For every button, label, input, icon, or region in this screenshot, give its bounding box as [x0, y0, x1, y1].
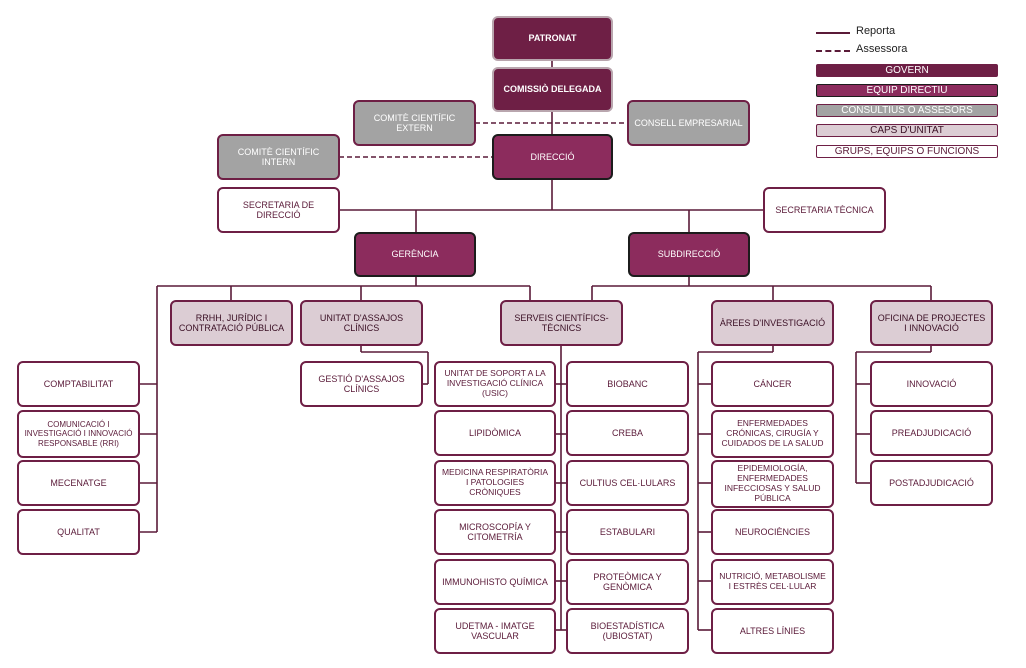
node-unitat-assajos: UNITAT D'ASSAJOS CLÍNICS — [300, 300, 423, 346]
node-comunicacio: COMUNICACIÓ I INVESTIGACIÓ I INNOVACIÓ R… — [17, 410, 140, 458]
legend-grups: GRUPS, EQUIPS O FUNCIONS — [816, 145, 998, 158]
legend-assessora-label: Assessora — [856, 43, 908, 55]
node-microscopia: MICROSCOPÍA Y CITOMETRÍA — [434, 509, 556, 555]
node-comite-cientific-intern: COMITÈ CIENTÍFIC INTERN — [217, 134, 340, 180]
node-creba: CREBA — [566, 410, 689, 456]
node-gerencia: GERÈNCIA — [354, 232, 476, 277]
node-udetma: UDETMA - IMATGE VASCULAR — [434, 608, 556, 654]
node-nutricio: NUTRICIÓ, METABOLISME I ESTRÈS CEL·LULAR — [711, 559, 834, 605]
node-secretaria-tecnica: SECRETARIA TÈCNICA — [763, 187, 886, 233]
legend-govern: GOVERN — [816, 64, 998, 77]
node-preadjudicacio: PREADJUDICACIÓ — [870, 410, 993, 456]
node-postadjudicacio: POSTADJUDICACIÓ — [870, 460, 993, 506]
node-comptabilitat: COMPTABILITAT — [17, 361, 140, 407]
node-altres-linies: ALTRES LÍNIES — [711, 608, 834, 654]
node-usic: UNITAT DE SOPORT A LA INVESTIGACIÓ CLÍNI… — [434, 361, 556, 407]
node-neurociencies: NEUROCIÈNCIES — [711, 509, 834, 555]
node-subdireccio: SUBDIRECCIÓ — [628, 232, 750, 277]
node-secretaria-direccio: SECRETARIA DE DIRECCIÓ — [217, 187, 340, 233]
node-innovacio: INNOVACIÓ — [870, 361, 993, 407]
node-serveis-cientifics: SERVEIS CIENTÍFICS-TÈCNICS — [500, 300, 623, 346]
node-proteomica: PROTEÒMICA Y GENÒMICA — [566, 559, 689, 605]
node-bioestadistica: BIOESTADÍSTICA (UBIOSTAT) — [566, 608, 689, 654]
node-estabulari: ESTABULARI — [566, 509, 689, 555]
node-arees-investigacio: ÀREES D'INVESTIGACIÓ — [711, 300, 834, 346]
node-immunohisto: IMMUNOHISTO QUÍMICA — [434, 559, 556, 605]
legend-reporta-label: Reporta — [856, 25, 896, 37]
node-cancer: CÁNCER — [711, 361, 834, 407]
node-enfermedades-cronicas: ENFERMEDADES CRÓNICAS, CIRUGÍA Y CUIDADO… — [711, 410, 834, 458]
node-mecenatge: MECENATGE — [17, 460, 140, 506]
node-oficina-projectes: OFICINA DE PROJECTES I INNOVACIÓ — [870, 300, 993, 346]
node-epidemiologia: EPIDEMIOLOGÍA, ENFERMEDADES INFECCIOSAS … — [711, 460, 834, 508]
node-patronat: PATRONAT — [492, 16, 613, 61]
node-direccio: DIRECCIÓ — [492, 134, 613, 180]
legend-assessora-line — [816, 50, 850, 52]
legend-reporta-line — [816, 32, 850, 34]
node-cultius: CULTIUS CEL·LULARS — [566, 460, 689, 506]
node-comissio-delegada: COMISSIÒ DELEGADA — [492, 67, 613, 112]
node-lipidomica: LIPIDÒMICA — [434, 410, 556, 456]
node-medicina-respiratoria: MEDICINA RESPIRATÒRIA I PATOLOGIES CRÒNI… — [434, 460, 556, 506]
node-rrhh: RRHH, JURÍDIC I CONTRATACIÓ PÚBLICA — [170, 300, 293, 346]
node-gestio-assajos: GESTIÓ D'ASSAJOS CLÍNICS — [300, 361, 423, 407]
legend-caps-unitat: CAPS D'UNITAT — [816, 124, 998, 137]
legend-consultius: CONSULTIUS O ASSESORS — [816, 104, 998, 117]
node-qualitat: QUALITAT — [17, 509, 140, 555]
node-comite-cientific-extern: COMITÈ CIENTÍFIC EXTERN — [353, 100, 476, 146]
node-biobanc: BIOBANC — [566, 361, 689, 407]
legend-equip-directiu: EQUIP DIRECTIU — [816, 84, 998, 97]
node-consell-empresarial: CONSELL EMPRESARIAL — [627, 100, 750, 146]
